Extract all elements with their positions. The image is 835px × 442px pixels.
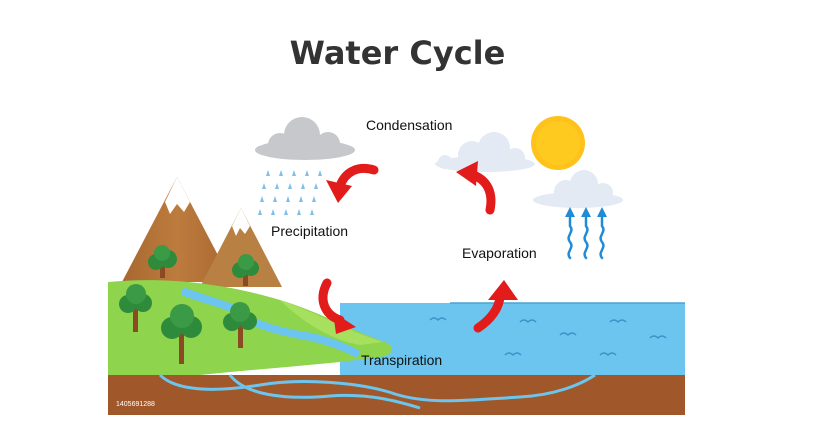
arrow-icon: [326, 163, 379, 203]
sun-icon: [531, 116, 585, 170]
tree-icon: [119, 284, 152, 332]
cloud-icon: [255, 117, 355, 160]
label-transpiration: Transpiration: [361, 352, 443, 368]
mountain-icon: [200, 208, 282, 287]
river: [181, 288, 360, 357]
ocean: [340, 303, 685, 375]
arrow-icon: [473, 280, 518, 333]
label-precipitation: Precipitation: [271, 223, 349, 239]
ocean-waves: [429, 317, 667, 357]
tree-icon: [232, 254, 259, 286]
label-condensation: Condensation: [366, 117, 453, 133]
arrow-icon: [318, 278, 356, 334]
stock-id-text: 1405691288: [116, 401, 155, 408]
label-evaporation: Evaporation: [462, 245, 537, 261]
tree-icon: [161, 304, 202, 364]
arrow-icon: [456, 161, 496, 215]
vapor-icon: [567, 214, 605, 260]
cloud-icon: [533, 170, 623, 208]
mountain-icon: [122, 177, 232, 282]
groundwater-streams: [158, 373, 596, 410]
diagram-title: Water Cycle: [289, 34, 506, 72]
tree-icon: [148, 245, 177, 278]
tree-icon: [223, 302, 257, 348]
rain-icon: [258, 170, 322, 215]
cloud-icon: [435, 132, 535, 172]
